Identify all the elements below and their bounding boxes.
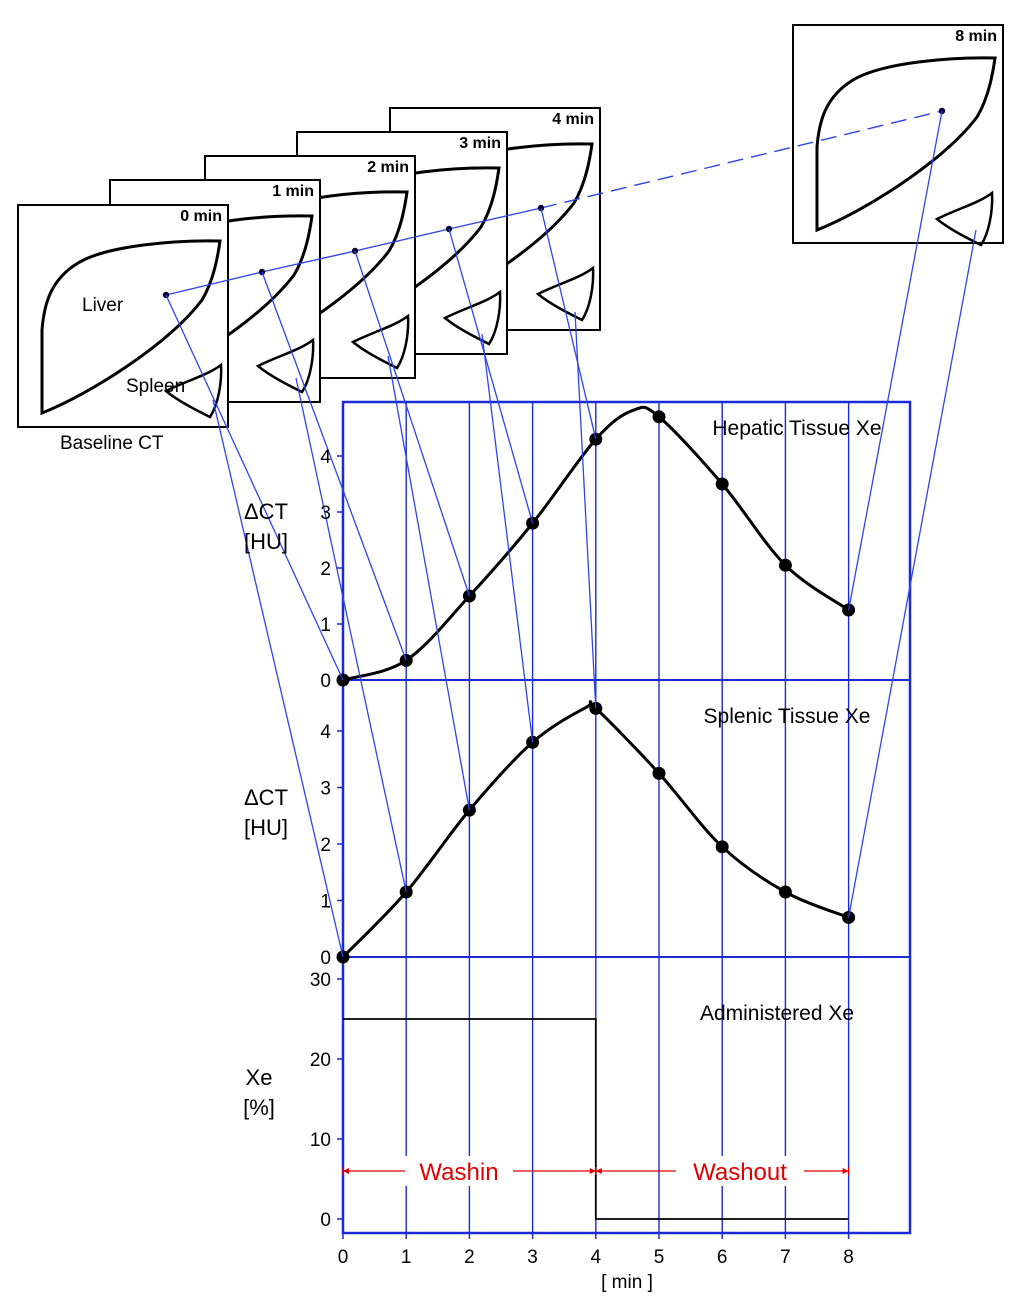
panel-title: Administered Xe — [700, 1002, 854, 1025]
y-tick-label: 10 — [310, 1130, 331, 1151]
y-axis-label: ΔCT[HU] — [244, 785, 288, 840]
washin-bracket-arrow — [589, 1168, 596, 1174]
panel-title: Splenic Tissue Xe — [704, 705, 871, 728]
x-tick-label: 5 — [654, 1247, 665, 1268]
splenic-data-point — [652, 766, 666, 780]
ct-slice-panel: 0 min — [17, 204, 229, 428]
x-tick-label: 8 — [843, 1247, 854, 1268]
y-axis-label: ΔCT[HU] — [244, 499, 288, 554]
x-tick-label: 7 — [780, 1247, 791, 1268]
y-tick-label: 4 — [320, 722, 331, 743]
y-tick-label: 2 — [320, 835, 331, 856]
x-axis-label: [ min ] — [601, 1272, 653, 1293]
y-tick-label: 0 — [320, 671, 331, 692]
ct-slice-panel: 8 min — [792, 24, 1004, 247]
liver-guide-line — [540, 207, 597, 440]
spleen-outline — [442, 289, 502, 346]
splenic-curve — [341, 700, 850, 959]
label-backdrop — [676, 1156, 804, 1186]
spleen-guide-line — [295, 377, 407, 893]
slice-time-label: 2 min — [367, 159, 409, 176]
hepatic-data-point — [652, 410, 666, 424]
x-tick-label: 0 — [338, 1247, 349, 1268]
x-tick-label: 1 — [401, 1247, 412, 1268]
x-tick-label: 3 — [527, 1247, 538, 1268]
liver-guide-line — [847, 110, 943, 611]
slice-time-label: 1 min — [272, 183, 314, 200]
x-tick-label: 6 — [717, 1247, 728, 1268]
spleen-guide-line — [212, 399, 344, 958]
liver-guide-line — [354, 250, 471, 597]
y-tick-label: 1 — [320, 615, 331, 636]
y-tick-label: 20 — [310, 1050, 331, 1071]
spleen-guide-line — [847, 229, 977, 918]
x-tick-label: 2 — [464, 1247, 475, 1268]
slice-time-label: 4 min — [552, 111, 594, 128]
liver-outline — [40, 239, 222, 416]
y-tick-label: 3 — [320, 779, 331, 800]
spleen-guide-line — [481, 333, 534, 743]
panel-title: Hepatic Tissue Xe — [712, 417, 881, 440]
y-tick-label: 30 — [310, 970, 331, 991]
y-tick-label: 2 — [320, 559, 331, 580]
spleen-outline — [934, 190, 994, 247]
spleen-outline — [350, 313, 410, 370]
washout-bracket-arrow — [842, 1168, 849, 1174]
hepatic-data-point — [715, 477, 729, 491]
spleen-guide-line — [387, 355, 471, 811]
plot-frame — [341, 400, 912, 1235]
x-tick-label: 4 — [591, 1247, 602, 1268]
hepatic-data-point — [778, 558, 792, 572]
y-tick-label: 4 — [320, 447, 331, 468]
liver-roi-track-dashed — [540, 110, 943, 209]
ct-slice-frame — [17, 204, 229, 428]
washin-label: Washin — [419, 1159, 498, 1186]
splenic-data-point — [778, 885, 792, 899]
liver-guide-line — [261, 271, 407, 661]
liver-label: Liver — [82, 295, 124, 316]
slice-time-label: 8 min — [955, 28, 997, 45]
spleen-outline — [535, 265, 595, 322]
liver-guide-line — [448, 228, 534, 524]
plot-area — [336, 400, 912, 1239]
washout-bracket-arrow — [595, 1168, 602, 1174]
y-tick-label: 1 — [320, 892, 331, 913]
hepatic-curve — [342, 405, 850, 682]
spleen-outline — [255, 337, 315, 394]
slice-time-label: 0 min — [180, 208, 222, 225]
spleen-label: Spleen — [126, 376, 185, 397]
administered-xe-step — [343, 1018, 849, 1220]
ct-slice-stack: 8 min 4 min 3 min 2 min 1 min 0 minLiverSplee… — [17, 24, 1004, 454]
slice-time-label: 3 min — [459, 135, 501, 152]
spleen-outline — [163, 362, 223, 419]
spleen-guide-line — [574, 311, 597, 709]
baseline-ct-caption: Baseline CT — [60, 433, 164, 454]
liver-outline — [815, 56, 997, 233]
liver-guide-line — [165, 294, 344, 681]
washout-label: Washout — [693, 1159, 787, 1186]
guide-lines — [162, 107, 977, 958]
y-tick-label: 0 — [320, 1210, 331, 1231]
y-tick-label: 0 — [320, 948, 331, 969]
label-backdrop — [405, 1156, 513, 1186]
y-tick-label: 3 — [320, 503, 331, 524]
splenic-data-point — [715, 840, 729, 854]
y-axis-label: Xe[%] — [243, 1065, 275, 1120]
washin-bracket-arrow — [343, 1168, 349, 1174]
